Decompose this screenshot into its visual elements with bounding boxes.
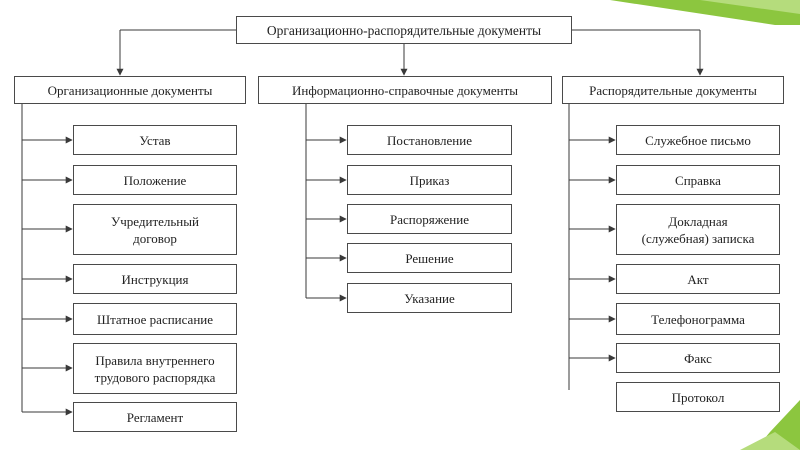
doc-item: Указание	[347, 283, 512, 313]
doc-item: Постановление	[347, 125, 512, 155]
doc-item: Приказ	[347, 165, 512, 195]
doc-item: Штатное расписание	[73, 303, 237, 335]
doc-item: Правила внутреннего трудового распорядка	[73, 343, 237, 394]
doc-item: Распоряжение	[347, 204, 512, 234]
doc-item: Протокол	[616, 382, 780, 412]
doc-item: Учредительный договор	[73, 204, 237, 255]
doc-item: Справка	[616, 165, 780, 195]
doc-item: Телефонограмма	[616, 303, 780, 335]
category-informational: Информационно-справочные документы	[258, 76, 552, 104]
doc-item: Регламент	[73, 402, 237, 432]
doc-item: Служебное письмо	[616, 125, 780, 155]
root-node: Организационно-распорядительные документ…	[236, 16, 572, 44]
doc-item: Положение	[73, 165, 237, 195]
category-organizational: Организационные документы	[14, 76, 246, 104]
doc-item: Решение	[347, 243, 512, 273]
doc-item: Акт	[616, 264, 780, 294]
doc-item: Инструкция	[73, 264, 237, 294]
doc-item: Докладная (служебная) записка	[616, 204, 780, 255]
doc-item: Устав	[73, 125, 237, 155]
category-administrative: Распорядительные документы	[562, 76, 784, 104]
doc-item: Факс	[616, 343, 780, 373]
